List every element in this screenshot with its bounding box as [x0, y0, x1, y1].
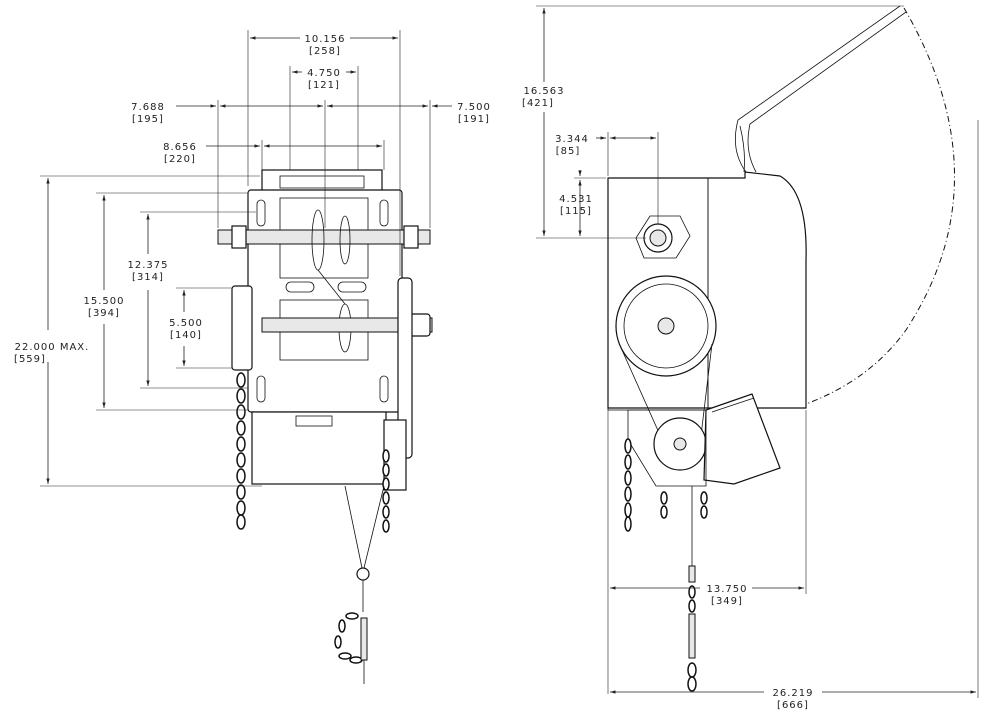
- dim-value-d5: 8.656: [163, 142, 197, 153]
- dim-value-d12: 4.531: [559, 194, 593, 205]
- dim-metric-d1: [258]: [309, 46, 341, 57]
- side-chain-right: [660, 491, 708, 519]
- spring: [360, 617, 368, 661]
- dim-metric-d3: [195]: [132, 114, 164, 125]
- dim-metric-d11: [85]: [556, 146, 581, 157]
- dim-value-d8: 5.500: [169, 318, 203, 329]
- dim-value-d2: 4.750: [307, 68, 341, 79]
- dim-value-d4: 7.500: [457, 102, 491, 113]
- side-spring: [688, 613, 696, 659]
- dim-metric-d14: [666]: [777, 700, 809, 711]
- dim-metric-d8: [140]: [170, 330, 202, 341]
- dim-metric-d12: [115]: [560, 206, 592, 217]
- mounting-slots: [256, 199, 389, 403]
- dim-metric-d7: [394]: [88, 308, 120, 319]
- dim-value-d6: 12.375: [128, 260, 169, 271]
- dim-value-d1: 10.156: [305, 34, 346, 45]
- lower-housing: [251, 411, 387, 485]
- dim-metric-d9: [559]: [14, 354, 46, 365]
- dim-value-d10: 16.563: [524, 86, 565, 97]
- side-pull-chain: [688, 585, 696, 613]
- door-travel-arc: [805, 7, 955, 405]
- dim-metric-d10: [421]: [522, 98, 554, 109]
- motor: [703, 393, 781, 485]
- dim-metric-d2: [121]: [308, 80, 340, 91]
- hand-chain-left: [236, 372, 246, 530]
- dim-metric-d5: [220]: [164, 154, 196, 165]
- chain-wheel: [231, 285, 253, 371]
- dim-metric-d6: [314]: [132, 272, 164, 283]
- dim-value-d11: 3.344: [555, 134, 589, 145]
- dim-value-d13: 13.750: [707, 584, 748, 595]
- pull-chain-loop: [334, 612, 363, 664]
- dim-value-d7: 15.500: [84, 296, 125, 307]
- hand-chain-right: [382, 449, 390, 533]
- dim-value-d14: 26.219: [773, 688, 814, 699]
- dim-value-d9: 22.000 MAX.: [15, 342, 90, 353]
- front-view: [217, 169, 433, 684]
- side-view: [607, 5, 955, 692]
- front-dimensions: 10.156 [258] 4.750 [121] 7.688 [195] 7.5…: [14, 30, 491, 487]
- dim-value-d3: 7.688: [131, 102, 165, 113]
- side-dimensions: 16.563 [421] 3.344 [85] 4.531 [115] 13.7…: [522, 5, 979, 711]
- side-chain-left: [624, 438, 632, 532]
- dim-metric-d4: [191]: [458, 114, 490, 125]
- dim-metric-d13: [349]: [711, 596, 743, 607]
- cord-ring: [356, 567, 370, 581]
